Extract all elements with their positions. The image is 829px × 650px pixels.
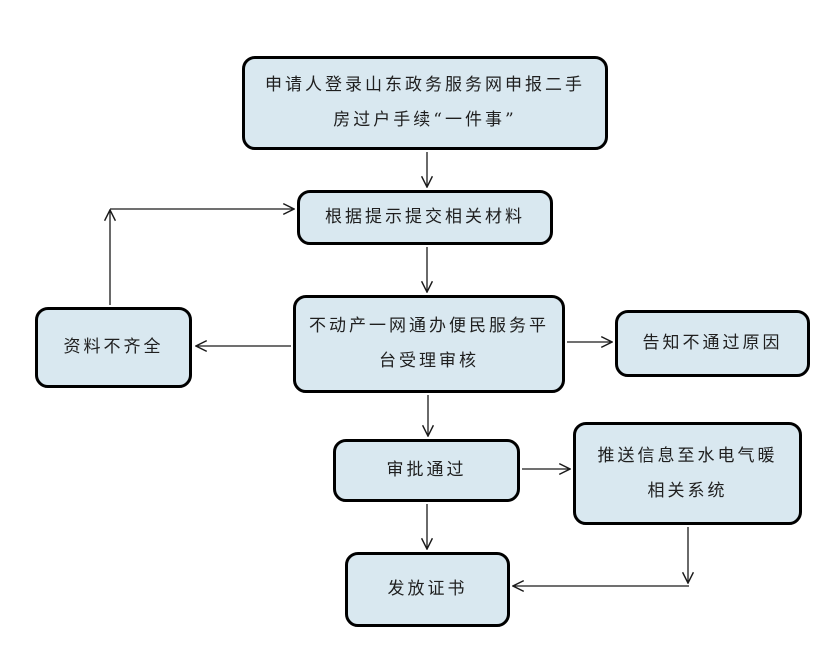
node-incomplete: 资料不齐全 xyxy=(35,307,192,388)
node-apply: 申请人登录山东政务服务网申报二手 房过户手续“一件事” xyxy=(242,56,608,150)
node-submit: 根据提示提交相关材料 xyxy=(297,190,553,245)
node-notify: 告知不通过原因 xyxy=(615,310,810,377)
node-approved: 审批通过 xyxy=(333,439,520,502)
node-push-label: 推送信息至水电气暖 相关系统 xyxy=(597,445,778,501)
node-incomplete-label: 资料不齐全 xyxy=(63,337,164,358)
node-notify-label: 告知不通过原因 xyxy=(642,333,783,354)
node-certificate-label: 发放证书 xyxy=(387,579,468,600)
node-review-label: 不动产一网通办便民服务平 台受理审核 xyxy=(309,316,549,371)
node-review: 不动产一网通办便民服务平 台受理审核 xyxy=(293,295,565,393)
node-approved-label: 审批通过 xyxy=(386,460,467,481)
node-push: 推送信息至水电气暖 相关系统 xyxy=(573,422,802,525)
node-submit-label: 根据提示提交相关材料 xyxy=(325,207,525,228)
node-certificate: 发放证书 xyxy=(345,552,510,627)
node-apply-label: 申请人登录山东政务服务网申报二手 房过户手续“一件事” xyxy=(265,75,585,130)
